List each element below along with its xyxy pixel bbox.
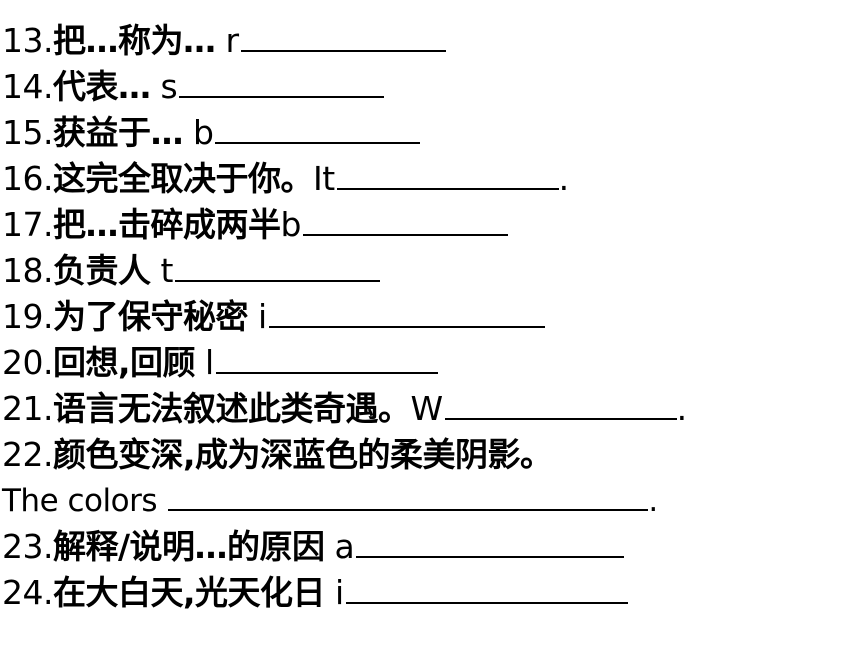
answer-blank: [168, 481, 649, 511]
item-prompt: 为了保守秘密: [52, 297, 249, 336]
item-trail: .: [558, 159, 570, 198]
item-hint: l: [195, 343, 214, 382]
item-prompt: 获益于…: [52, 113, 184, 152]
item-prompt: 语言无法叙述此类奇遇。: [52, 389, 411, 428]
item-prompt: 颜色变深,成为深蓝色的柔美阴影。: [52, 435, 553, 474]
item-hint: i: [325, 573, 344, 612]
answer-blank: [302, 206, 508, 236]
item-number: 17.: [2, 205, 53, 244]
item-number: 14.: [2, 67, 53, 106]
item-21: 21.语言无法叙述此类奇遇。W.: [0, 386, 860, 432]
answer-blank: [336, 160, 559, 190]
item-hint: t: [150, 251, 173, 290]
item-number: 15.: [2, 113, 53, 152]
item-17: 17.把…击碎成两半b: [0, 202, 860, 248]
item-13: 13.把…称为… r: [0, 18, 860, 64]
item-prompt: 在大白天,光天化日: [52, 573, 326, 612]
item-trail: .: [648, 483, 658, 519]
item-15: 15.获益于… b: [0, 110, 860, 156]
item-prompt: 解释/说明…的原因: [52, 527, 325, 566]
item-hint: s: [150, 67, 178, 106]
answer-blank: [174, 252, 380, 282]
item-prompt: 负责人: [52, 251, 151, 290]
item-hint: a: [324, 527, 355, 566]
worksheet: 13.把…称为… r 14.代表… s 15.获益于… b 16.这完全取决于你…: [0, 18, 860, 616]
item-hint: r: [215, 21, 239, 60]
answer-blank: [268, 298, 545, 328]
item-hint: It: [312, 159, 335, 198]
item-22-english: The colors .: [0, 478, 860, 524]
item-prompt: 回想,回顾: [52, 343, 196, 382]
item-20: 20.回想,回顾 l: [0, 340, 860, 386]
item-prompt: 把…击碎成两半: [52, 205, 281, 244]
item-hint: b: [182, 113, 214, 152]
answer-blank: [356, 528, 625, 558]
item-number: 20.: [2, 343, 53, 382]
item-14: 14.代表… s: [0, 64, 860, 110]
item-number: 24.: [2, 573, 53, 612]
answer-blank: [179, 68, 385, 98]
item-24: 24.在大白天,光天化日 i: [0, 570, 860, 616]
item-prompt: 把…称为…: [52, 21, 216, 60]
item-number: 16.: [2, 159, 53, 198]
item-prompt: 这完全取决于你。: [52, 159, 314, 198]
item-trail: .: [676, 389, 688, 428]
item-23: 23.解释/说明…的原因 a: [0, 524, 860, 570]
answer-blank: [215, 114, 421, 144]
item-18: 18.负责人 t: [0, 248, 860, 294]
item-number: 13.: [2, 21, 53, 60]
answer-blank: [240, 22, 446, 52]
item-number: 22.: [2, 435, 53, 474]
item-number: 19.: [2, 297, 53, 336]
item-hint: The colors: [2, 483, 167, 519]
item-hint: W: [410, 389, 443, 428]
item-hint: i: [247, 297, 267, 336]
item-19: 19.为了保守秘密 i: [0, 294, 860, 340]
item-16: 16.这完全取决于你。It.: [0, 156, 860, 202]
item-prompt: 代表…: [52, 67, 151, 106]
item-hint: b: [280, 205, 301, 244]
item-number: 18.: [2, 251, 53, 290]
item-number: 23.: [2, 527, 53, 566]
item-22: 22.颜色变深,成为深蓝色的柔美阴影。: [0, 432, 860, 478]
answer-blank: [215, 344, 438, 374]
answer-blank: [345, 574, 628, 604]
item-number: 21.: [2, 389, 53, 428]
answer-blank: [444, 390, 677, 420]
